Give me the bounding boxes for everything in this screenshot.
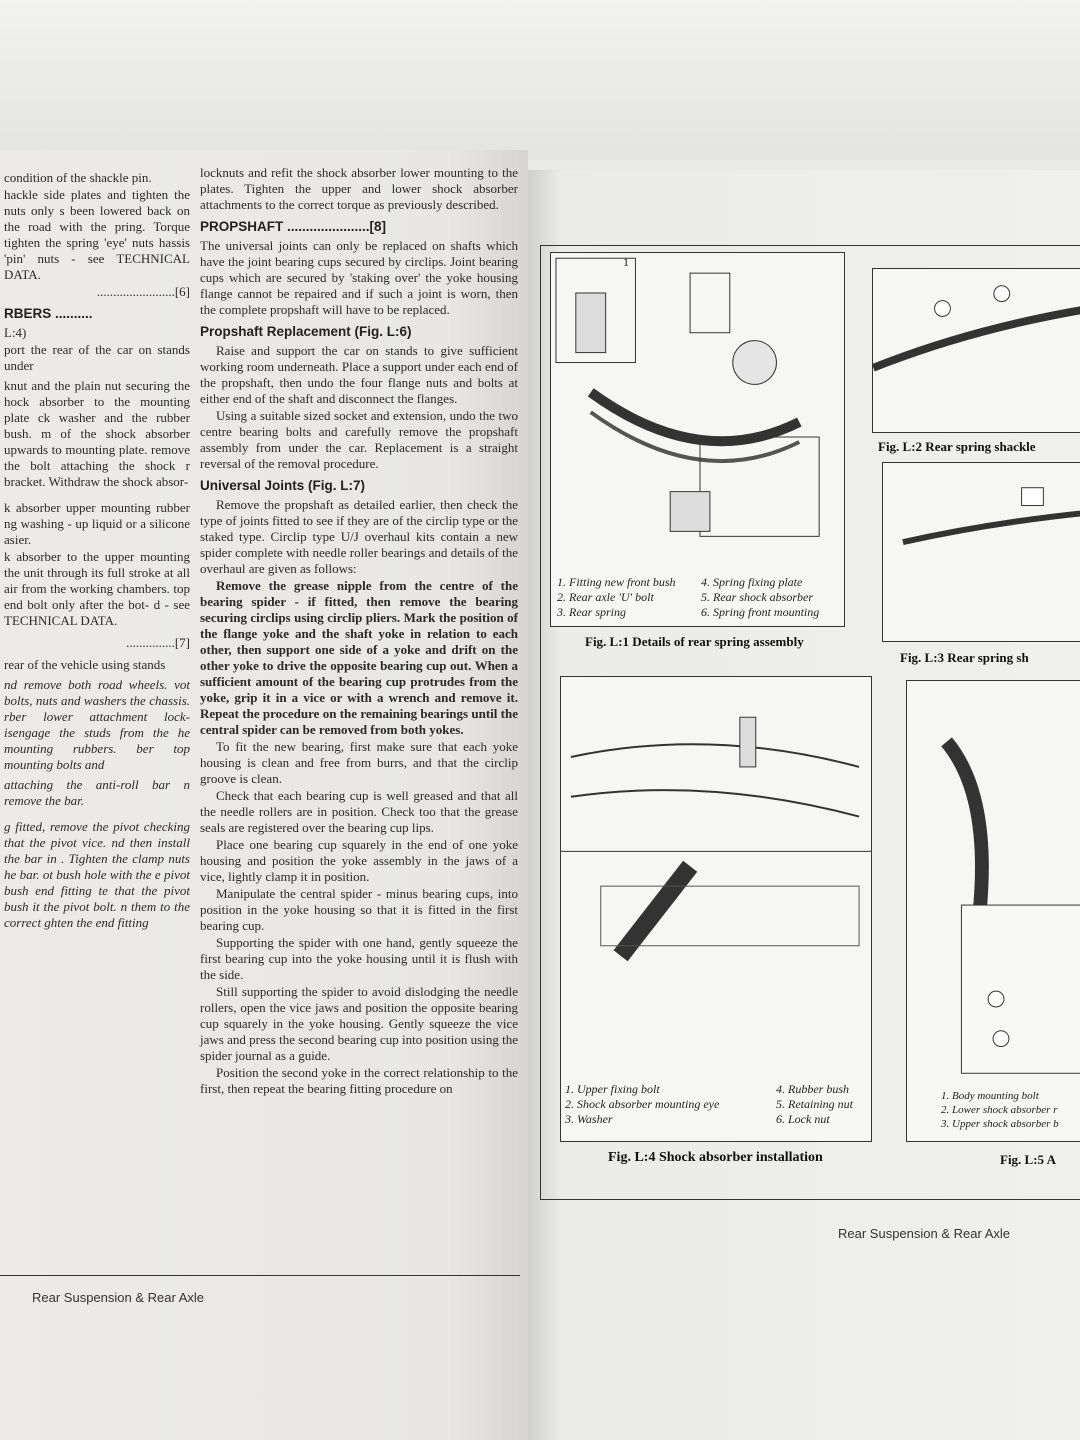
left-column: condition of the shackle pin. hackle sid… bbox=[4, 170, 190, 932]
legend-item: 6. Lock nut bbox=[776, 1112, 830, 1126]
paragraph: knut and the plain nut securing the hock… bbox=[4, 378, 190, 489]
page-footer-left: Rear Suspension & Rear Axle bbox=[32, 1290, 204, 1305]
paragraph: g fitted, remove the pivot checking that… bbox=[4, 819, 190, 930]
subsection-heading: Universal Joints (Fig. L:7) bbox=[200, 478, 366, 493]
figure-l3 bbox=[882, 462, 1080, 642]
shock-absorber-illustration bbox=[561, 716, 871, 962]
paragraph: Still supporting the spider to avoid dis… bbox=[200, 984, 518, 1063]
figure-frame bbox=[540, 245, 1080, 1200]
legend-item: 4. Spring fixing plate bbox=[701, 575, 803, 589]
page-footer-right: Rear Suspension & Rear Axle bbox=[838, 1226, 1010, 1241]
legend-item: 3. Washer bbox=[565, 1112, 613, 1126]
legend-item: 2. Rear axle 'U' bolt bbox=[557, 590, 654, 604]
paragraph: Remove the grease nipple from the centre… bbox=[200, 578, 518, 737]
fig5-caption: Fig. L:5 A bbox=[1000, 1152, 1056, 1167]
section-ref: ...............[7] bbox=[126, 635, 190, 650]
fig1-legend-right: 4. Spring fixing plate 5. Rear shock abs… bbox=[701, 575, 819, 620]
paragraph: Place one bearing cup squarely in the en… bbox=[200, 837, 518, 884]
spring-shackle-illustration bbox=[873, 285, 1080, 372]
fig2-caption: Fig. L:2 Rear spring shackle bbox=[878, 439, 1036, 454]
legend-item: 3. Rear spring bbox=[557, 605, 626, 619]
paragraph: attaching the anti-roll bar n remove the… bbox=[4, 777, 190, 808]
paragraph: Raise and support the car on stands to g… bbox=[200, 343, 518, 406]
spring-illustration bbox=[902, 487, 1080, 546]
paragraph: The universal joints can only be replace… bbox=[200, 238, 518, 317]
paragraph: nd remove both road wheels. vot bolts, n… bbox=[4, 677, 190, 772]
legend-item: 5. Retaining nut bbox=[776, 1097, 853, 1111]
paragraph: Remove the propshaft as detailed earlier… bbox=[200, 497, 518, 576]
paragraph: Supporting the spider with one hand, gen… bbox=[200, 935, 518, 982]
paragraph: Position the second yoke in the correct … bbox=[200, 1065, 518, 1096]
paragraph: k absorber upper mounting rubber ng wash… bbox=[4, 500, 190, 547]
fig4-legend-left: 1. Upper fixing bolt 2. Shock absorber m… bbox=[565, 1082, 719, 1127]
footer-rule bbox=[0, 1275, 520, 1276]
paragraph: To fit the new bearing, first make sure … bbox=[200, 739, 518, 786]
background-surface bbox=[0, 0, 1080, 160]
legend-item: 1. Body mounting bolt bbox=[941, 1090, 1039, 1102]
rear-spring-illustration bbox=[555, 257, 820, 537]
shock-mounting-illustration bbox=[941, 737, 1080, 1074]
section-ref: ........................[6] bbox=[96, 284, 190, 299]
section-heading: RBERS .......... bbox=[4, 306, 93, 321]
legend-item: 2. Lower shock absorber r bbox=[941, 1104, 1058, 1116]
legend-item: 3. Upper shock absorber b bbox=[941, 1118, 1059, 1130]
left-page bbox=[0, 150, 528, 1440]
paragraph: Check that each bearing cup is well grea… bbox=[200, 788, 518, 835]
callout-1: 1 bbox=[623, 255, 629, 269]
legend-item: 5. Rear shock absorber bbox=[701, 590, 813, 604]
paragraph: port the rear of the car on stands under bbox=[4, 342, 190, 373]
fig1-legend-left: 1. Fitting new front bush 2. Rear axle '… bbox=[557, 575, 676, 620]
legend-item: 1. Fitting new front bush bbox=[557, 575, 676, 589]
paragraph: Manipulate the central spider - minus be… bbox=[200, 886, 518, 933]
fig3-caption: Fig. L:3 Rear spring sh bbox=[900, 650, 1029, 665]
fig4-caption: Fig. L:4 Shock absorber installation bbox=[608, 1150, 823, 1165]
legend-item: 2. Shock absorber mounting eye bbox=[565, 1097, 720, 1111]
figure-l4: 1. Upper fixing bolt 2. Shock absorber m… bbox=[560, 676, 872, 1142]
subsection-heading: Propshaft Replacement (Fig. L:6) bbox=[200, 324, 412, 339]
fig5-legend: 1. Body mounting bolt 2. Lower shock abs… bbox=[941, 1089, 1059, 1131]
figure-l5: 1. Body mounting bolt 2. Lower shock abs… bbox=[906, 680, 1080, 1142]
figure-l1: 1 1. Fitting new front bush 2. Rear axle… bbox=[550, 252, 845, 627]
middle-column: locknuts and refit the shock absorber lo… bbox=[200, 165, 518, 1098]
paragraph: locknuts and refit the shock absorber lo… bbox=[200, 165, 518, 212]
fig1-caption: Fig. L:1 Details of rear spring assembly bbox=[585, 634, 804, 649]
paragraph: Using a suitable sized socket and extens… bbox=[200, 408, 518, 471]
paragraph: hackle side plates and tighten the nuts … bbox=[4, 187, 190, 282]
legend-item: 4. Rubber bush bbox=[776, 1082, 849, 1096]
text-line: condition of the shackle pin. bbox=[4, 170, 152, 185]
legend-item: 6. Spring front mounting bbox=[701, 605, 820, 619]
fig4-legend-right: 4. Rubber bush 5. Retaining nut 6. Lock … bbox=[776, 1082, 853, 1127]
paragraph: rear of the vehicle using stands bbox=[4, 657, 166, 672]
legend-item: 1. Upper fixing bolt bbox=[565, 1082, 660, 1096]
section-heading: PROPSHAFT ......................[8] bbox=[200, 219, 387, 234]
paragraph: k absorber to the upper mounting the uni… bbox=[4, 549, 190, 628]
subheading: L:4) bbox=[4, 325, 27, 340]
figure-l2 bbox=[872, 268, 1080, 433]
